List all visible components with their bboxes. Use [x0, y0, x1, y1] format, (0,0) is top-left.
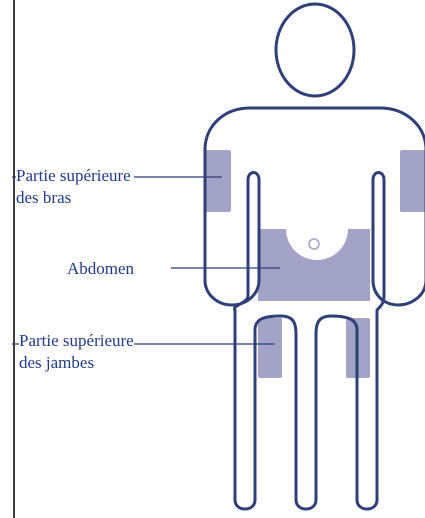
zone-left-upper-arm — [205, 150, 231, 212]
navel-marker — [309, 239, 319, 249]
zone-abdomen — [258, 229, 370, 301]
torso-outline — [205, 108, 425, 509]
zone-left-upper-leg — [258, 318, 282, 378]
label-abdomen: Abdomen — [67, 258, 134, 279]
label-upper-legs-line1: Partie supérieure — [19, 330, 134, 351]
head-outline — [276, 4, 354, 96]
zone-right-upper-arm — [400, 150, 425, 212]
body-outline — [205, 4, 425, 509]
label-upper-arms-line2: des bras — [16, 187, 71, 208]
label-upper-legs-line2: des jambes — [19, 352, 94, 373]
label-upper-arms-line1: Partie supérieure — [16, 165, 134, 186]
